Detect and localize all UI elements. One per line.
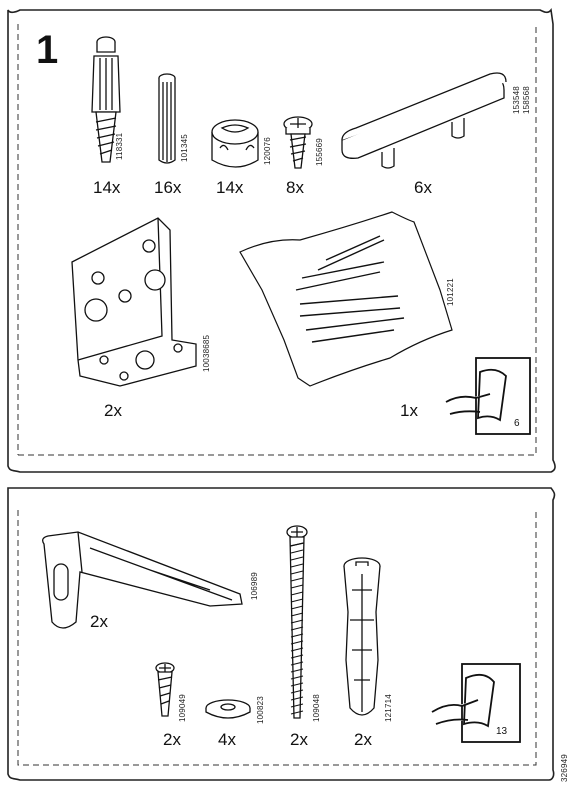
qty-dowel-screw: 14x (93, 178, 121, 197)
screw-thread-line (290, 598, 304, 603)
screw-thread-line (290, 626, 304, 631)
screw-thread-line (290, 633, 304, 638)
qty-nail-bag: 1x (400, 401, 418, 420)
qty-small-screw: 8x (286, 178, 304, 197)
screw-thread-line (290, 703, 304, 708)
qty-wall-plug: 2x (354, 730, 372, 749)
qty-washer: 4x (218, 730, 236, 749)
screw-thread-line (290, 696, 304, 701)
screw-thread-line (290, 591, 304, 596)
screw-thread-line (290, 605, 304, 610)
screw-thread-line (290, 668, 304, 673)
screw-thread-line (290, 640, 304, 645)
qty-cam-lock: 14x (216, 178, 244, 197)
screw-thread-line (290, 619, 304, 624)
screw-thread-line (290, 675, 304, 680)
screw-thread-line (290, 612, 304, 617)
qty-long-screw: 2x (290, 730, 308, 749)
screw-thread-line (290, 584, 304, 589)
qty-corner-bracket: 2x (104, 401, 122, 420)
screw-thread-line (290, 647, 304, 652)
screw-thread-line (290, 689, 304, 694)
qty-wall-bracket: 2x (90, 612, 108, 631)
qty-short-screw: 2x (163, 730, 181, 749)
screw-thread-line (290, 682, 304, 687)
screw-thread-line (290, 563, 304, 568)
screw-thread-line (290, 570, 304, 575)
screw-thread-line (290, 577, 304, 582)
step-number: 1 (36, 28, 59, 72)
screw-thread-line (290, 654, 304, 659)
qty-handle: 6x (414, 178, 432, 197)
qty-wood-dowel: 16x (154, 178, 182, 197)
page-ref-2: 13 (496, 726, 508, 737)
screw-thread-line (290, 542, 304, 547)
document-number: 326949 (560, 754, 569, 782)
screw-thread-line (290, 661, 304, 666)
screw-thread-line (290, 710, 304, 715)
page-ref-1: 6 (514, 418, 520, 429)
screw-thread-line (290, 556, 304, 561)
screw-thread-line (290, 549, 304, 554)
